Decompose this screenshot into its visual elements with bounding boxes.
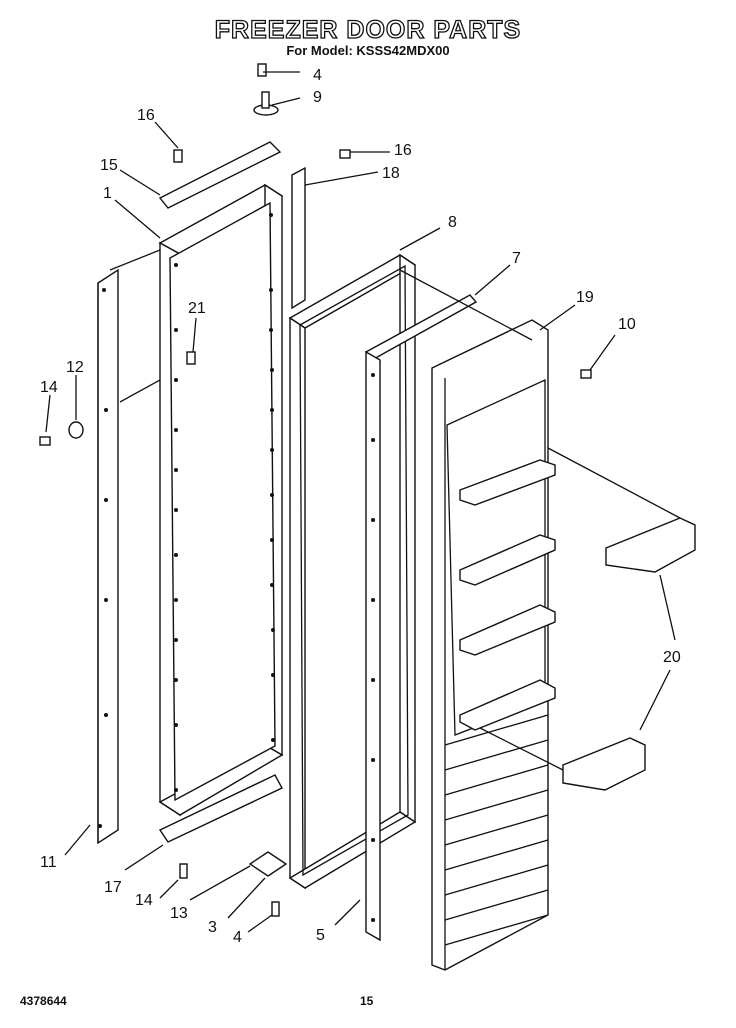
part-label-3: 3	[208, 919, 217, 936]
part-number-labels: 4 9 16 16 15 18 1 8 7 19 21 10 12 14 20 …	[40, 67, 681, 946]
part-label-10: 10	[618, 316, 636, 333]
outer-door-panel	[97, 268, 119, 845]
door-bins	[562, 517, 696, 791]
door-shelves	[459, 459, 556, 731]
part-label-7: 5	[316, 927, 325, 944]
top-hinge-pin	[253, 63, 279, 116]
bottom-hinge-plate	[179, 851, 288, 917]
door-gasket	[288, 253, 417, 890]
part-label-5: 9	[313, 89, 322, 106]
part-label-18: 18	[382, 165, 400, 182]
part-label-14: 14	[135, 892, 153, 909]
model-subtitle: For Model: KSSS42MDX00	[286, 43, 450, 58]
part-label-19: 19	[576, 289, 594, 306]
part-label-15: 15	[100, 157, 118, 174]
top-hinge-bracket	[158, 141, 282, 209]
part-label-4: 4	[233, 929, 242, 946]
part-label-20: 20	[663, 649, 681, 666]
part-label-13: 13	[170, 905, 188, 922]
part-label-12: 12	[66, 359, 84, 376]
part-label-8: 7	[512, 250, 521, 267]
document-number: 4378644	[20, 994, 67, 1008]
part-label-16: 16	[394, 142, 412, 159]
part-label-9: 8	[448, 214, 457, 231]
inner-door-liner	[431, 319, 556, 971]
bottom-hinge-bracket	[158, 774, 283, 843]
part-label-4: 4	[313, 67, 322, 84]
door-stop	[186, 351, 196, 365]
leader-lines	[45, 71, 681, 933]
page-number: 15	[360, 994, 374, 1008]
part-label-1: 1	[103, 185, 112, 202]
page-title: FREEZER DOOR PARTS	[214, 15, 522, 44]
part-label-16: 16	[137, 107, 155, 124]
liner-strip	[364, 294, 478, 942]
screws	[39, 149, 592, 446]
part-label-14: 14	[40, 379, 58, 396]
part-label-11: 11	[40, 854, 57, 871]
door-frame	[158, 183, 284, 817]
liner-ribs	[444, 714, 549, 946]
part-label-17: 17	[104, 879, 122, 896]
trim-strip	[291, 166, 306, 310]
part-label-21: 21	[188, 300, 206, 317]
